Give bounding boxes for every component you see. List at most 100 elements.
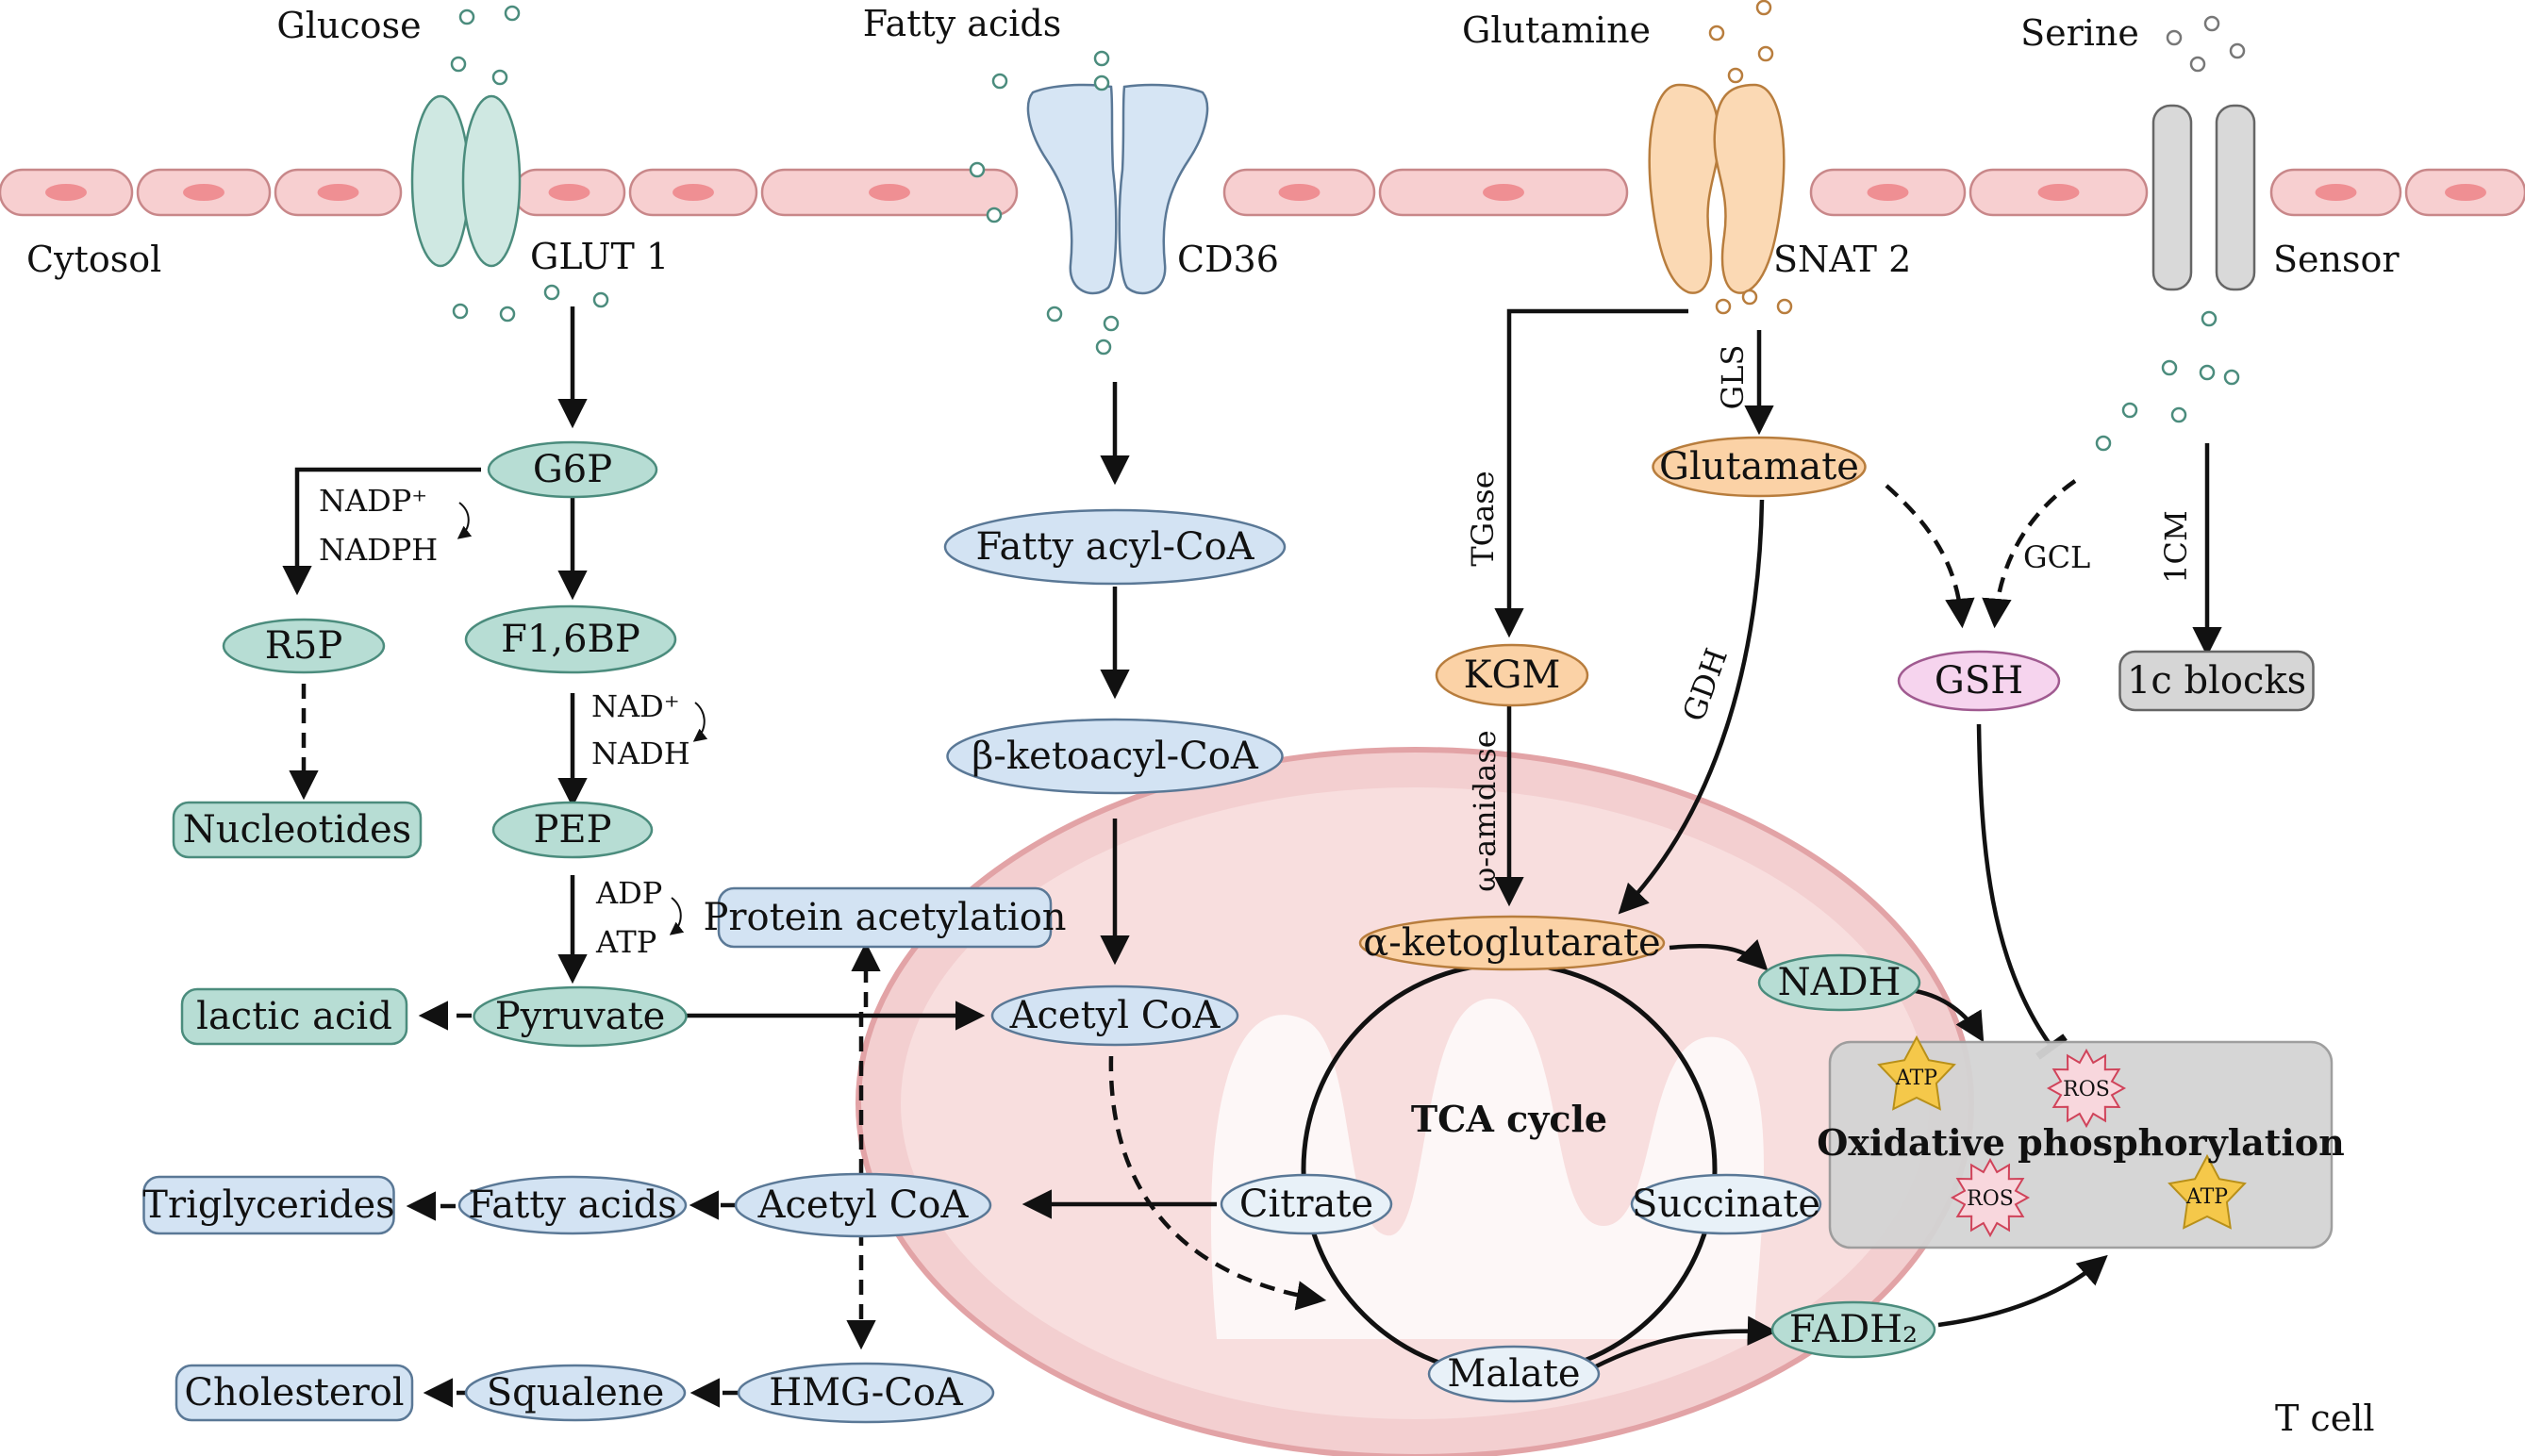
node-fatty-acyl-coa: Fatty acyl-CoA [943,508,1287,586]
tca-cycle-label: TCA cycle [1411,1098,1607,1140]
metabolite-dot [2199,364,2216,381]
membrane-segment [760,168,1019,217]
metabolite-dot [1727,67,1744,84]
membrane-segment [1969,168,2149,217]
node-label: Squalene [487,1371,665,1415]
ros-burst-icon: ROS [1950,1157,2031,1238]
mitochondrion [856,747,1974,1456]
cd36-label: CD36 [1177,239,1279,280]
node-label: PEP [533,808,611,852]
membrane-segment [2404,168,2525,217]
metabolite-dot [491,69,508,86]
node-label: α-ketoglutarate [1363,921,1660,965]
node-r5p: R5P [222,618,386,674]
metabolite-dot [1755,0,1772,16]
energy-symbol-label: ATP [1895,1067,1937,1090]
enzyme-tgase: TGase [1465,471,1501,566]
metabolite-dot [1708,25,1725,41]
cofactor-nadp: NADP⁺ [319,483,427,519]
membrane-segment [1222,168,1376,217]
node-label: FADH₂ [1789,1308,1918,1351]
metabolite-dot [499,306,516,323]
node-pep: PEP [491,801,654,859]
node-squalene: Squalene [464,1364,687,1422]
metabolite-dot [991,73,1008,90]
node-triglycerides: Triglycerides [142,1175,395,1235]
node-label: Succinate [1632,1183,1820,1226]
membrane-segment [1809,168,1967,217]
membrane-segment [1378,168,1629,217]
cofactor-nadph: NADPH [319,532,438,568]
node-nadh: NADH [1757,953,1921,1012]
oxphos-label: Oxidative phosphorylation [1817,1121,2344,1164]
dashed-arrows [289,479,2077,1408]
node-label: Pyruvate [495,995,666,1038]
node-label: Fatty acids [468,1183,677,1227]
node-label: β-ketoacyl-CoA [972,735,1259,778]
node-g6p: G6P [487,440,658,499]
metabolite-dot [1741,289,1758,306]
node-label: Protein acetylation [703,896,1066,939]
metabolite-dot [1776,298,1793,315]
node-label: G6P [533,448,612,491]
energy-symbol-label: ROS [1967,1187,2014,1211]
node-ketoacyl-coa: β-ketoacyl-CoA [946,718,1284,795]
node-citrate: Citrate [1220,1173,1393,1235]
enzyme-gdh: GDH [1675,644,1735,726]
node-f16bp: F1,6BP [464,604,677,674]
node-label: KGM [1464,654,1561,697]
energy-symbol-label: ROS [2063,1078,2110,1101]
node-label: HMG-CoA [769,1371,964,1415]
metabolite-dot [504,5,521,22]
ros-burst-icon: ROS [2046,1048,2127,1129]
metabolite-dot [1715,298,1732,315]
metabolite-dot [1093,50,1110,67]
node-label: 1c blocks [2127,659,2306,703]
node-label: Acetyl CoA [757,1183,970,1227]
enzyme-gls: GLS [1715,345,1751,410]
cofactor-nadh: NADH [591,736,690,771]
metabolite-dot [969,161,986,178]
serine-sensor [2151,104,2256,291]
node-label: lactic acid [196,995,392,1038]
glutamine-label: Glutamine [1462,9,1651,51]
cell-membrane [0,168,2525,217]
membrane-segment [628,168,758,217]
metabolite-nodes: G6P R5P Nucleotides F1,6BP PEP Pyruvate lactic… [142,436,2315,1424]
glut1-transporter [410,94,522,268]
fatty-acids-label: Fatty acids [863,3,1061,44]
node-label: NADH [1778,961,1902,1004]
metabolite-dot [2203,15,2220,32]
metabolite-dot [543,284,560,301]
membrane-segment [136,168,272,217]
metabolite-dot [1757,45,1774,62]
cd36-transporter [1026,83,1209,295]
metabolite-dot [2161,359,2178,376]
metabolite-dot [2121,402,2138,419]
metabolite-dot [2170,406,2187,423]
node-label: Triglycerides [142,1183,394,1227]
membrane-segment [2269,168,2402,217]
node-glutamate: Glutamate [1652,436,1867,498]
membrane-segment [0,168,134,217]
node-label: Acetyl CoA [1009,994,1221,1037]
atp-star-icon: ATP [1877,1034,1956,1111]
glut1-label: GLUT 1 [530,236,669,277]
node-cholesterol: Cholesterol [174,1364,414,1422]
snat2-label: SNAT 2 [1773,239,1911,280]
glucose-label: Glucose [276,5,421,46]
metabolite-dots [450,0,2246,452]
node-label: Glutamate [1659,445,1859,488]
tcell-label: T cell [2275,1398,2375,1439]
node-gsh: GSH [1897,650,2061,712]
node-succinate: Succinate [1630,1173,1822,1235]
node-label: Citrate [1239,1183,1373,1226]
metabolite-dot [2201,310,2218,327]
metabolite-dot [452,303,469,320]
node-nucleotides: Nucleotides [172,801,423,859]
metabolite-dot [1046,306,1063,323]
node-label: R5P [265,624,342,668]
